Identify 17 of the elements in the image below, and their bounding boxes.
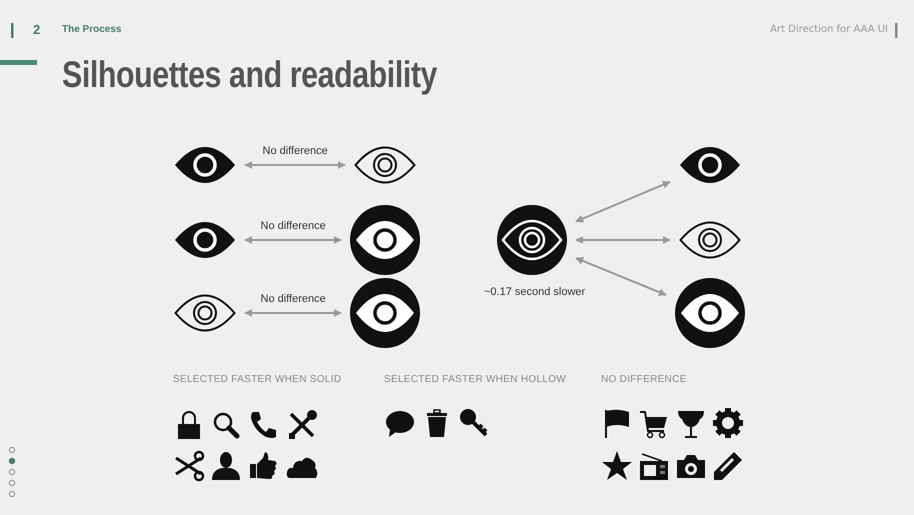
- edge-label: No difference: [260, 145, 330, 157]
- edge-label: No difference: [258, 293, 328, 305]
- slide-number: 2: [33, 22, 40, 37]
- presentation-title: Art Direction for AAA UI: [770, 24, 888, 35]
- double-arrow: [575, 236, 671, 244]
- double-arrow: [575, 257, 667, 296]
- double-arrow: [575, 180, 671, 222]
- caption-text: ~0.17 second slower: [484, 286, 586, 298]
- double-arrow: [244, 236, 342, 244]
- group-heading: NO DIFFERENCE: [601, 374, 687, 385]
- edge-label: No difference: [258, 220, 328, 232]
- double-arrow: [244, 161, 346, 169]
- slide-title: Silhouettes and readability: [62, 54, 438, 96]
- double-arrow: [244, 309, 342, 317]
- section-name: The Process: [62, 24, 122, 35]
- group-heading: SELECTED FASTER WHEN SOLID: [173, 374, 342, 385]
- group-heading: SELECTED FASTER WHEN HOLLOW: [384, 374, 566, 385]
